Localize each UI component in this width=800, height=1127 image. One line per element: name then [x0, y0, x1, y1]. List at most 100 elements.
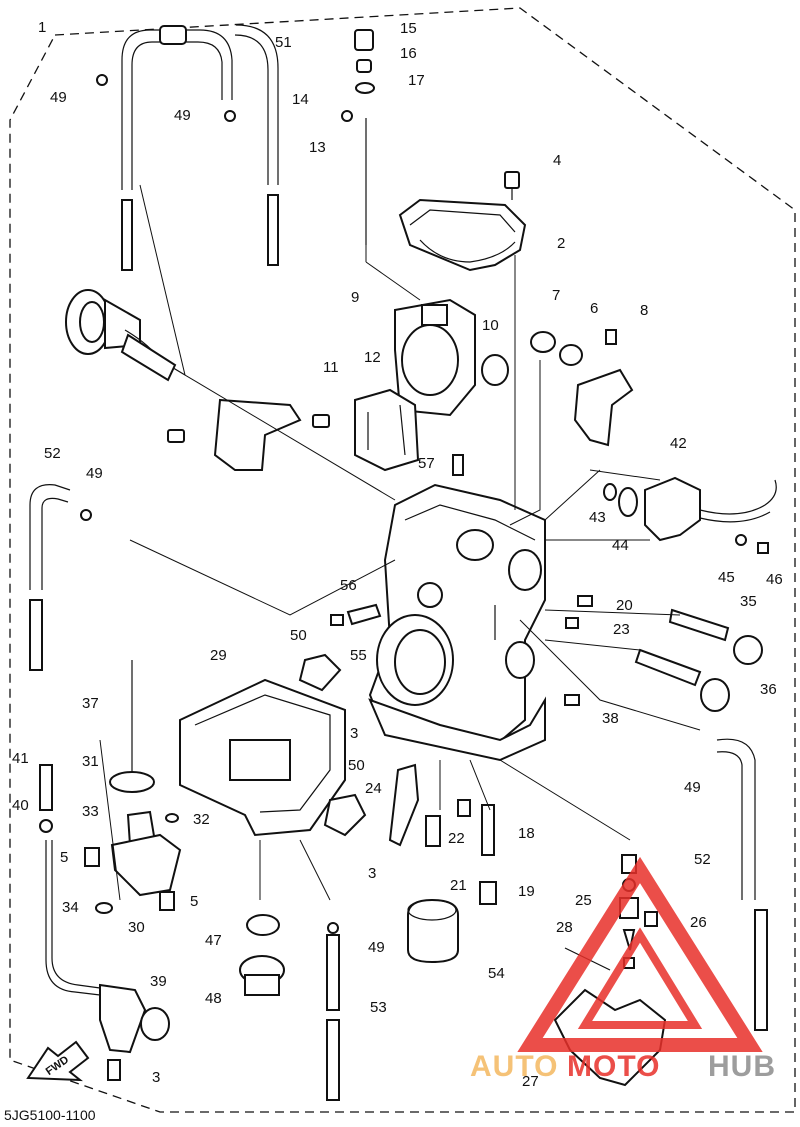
watermark-triangle-icon: [517, 856, 763, 1052]
callout-7: 7: [552, 287, 560, 304]
callout-45: 45: [718, 569, 735, 586]
small-parts-20-23-55-57: [330, 595, 593, 706]
hose-52-left: [29, 484, 92, 671]
callout-5: 5: [60, 849, 68, 866]
callout-49-d: 49: [684, 779, 701, 796]
needle-parts-15-17: [354, 29, 375, 94]
drain-plug-47-48: [239, 914, 285, 996]
callout-56: 56: [340, 577, 357, 594]
callout-4: 4: [553, 152, 561, 169]
cable-bracket: [167, 398, 330, 471]
callout-49: 49: [50, 89, 67, 106]
callout-42: 42: [670, 435, 687, 452]
throttle-valve-9: [394, 298, 476, 417]
callout-49-b: 49: [174, 107, 191, 124]
callout-47: 47: [205, 932, 222, 949]
callout-9: 9: [351, 289, 359, 306]
gasket-11: [354, 388, 420, 472]
adjust-screw-35: [668, 608, 763, 665]
top-cover-2: [398, 198, 527, 272]
callout-8: 8: [640, 302, 648, 319]
throttle-shaft-assembly: [65, 289, 186, 382]
callout-11: 11: [323, 359, 339, 376]
callout-19: 19: [518, 883, 535, 900]
part-54: [407, 898, 459, 964]
callout-21: 21: [450, 877, 467, 894]
callout-51: 51: [275, 34, 292, 51]
callout-12: 12: [364, 349, 381, 366]
callout-23: 23: [613, 621, 630, 638]
callout-24: 24: [365, 780, 382, 797]
float-bowl-29: [179, 653, 367, 837]
callout-53: 53: [370, 999, 387, 1016]
callout-27: 27: [522, 1073, 539, 1090]
callout-13: 13: [309, 139, 326, 156]
needle-clip-14: [341, 110, 353, 122]
adjust-screw-36: [634, 648, 730, 712]
watermark-text-auto: AUTO: [470, 1050, 558, 1083]
diagram-code: 5JG5100-1100: [4, 1107, 96, 1123]
callout-41: 41: [12, 750, 29, 767]
throttle-position-sensor-42: [603, 476, 777, 554]
callout-35: 35: [740, 593, 757, 610]
callout-46: 46: [766, 571, 783, 588]
callout-6: 6: [590, 300, 598, 317]
callout-17: 17: [408, 72, 425, 89]
callout-38: 38: [602, 710, 619, 727]
callout-44: 44: [612, 537, 629, 554]
callout-34: 34: [62, 899, 79, 916]
leader-lines: [99, 255, 701, 901]
fwd-arrow-icon: FWD: [26, 1040, 90, 1082]
callout-33: 33: [82, 803, 99, 820]
callout-54: 54: [488, 965, 505, 982]
watermark-logo: AUTO MOTO HUB: [470, 856, 776, 1083]
screw-4: [504, 171, 520, 200]
callout-26: 26: [690, 914, 707, 931]
callout-29: 29: [210, 647, 227, 664]
hose-52-right: [716, 738, 768, 1031]
callout-14: 14: [292, 91, 309, 108]
callout-25: 25: [575, 892, 592, 909]
callout-50: 50: [290, 627, 307, 644]
vent-hose-51: [121, 24, 279, 271]
carburetor-body: [368, 454, 546, 762]
hose-clip-49-top: [96, 74, 236, 122]
callout-22: 22: [448, 830, 465, 847]
callout-36: 36: [760, 681, 777, 698]
callout-3-c: 3: [152, 1069, 160, 1086]
callout-52-b: 52: [694, 851, 711, 868]
callout-labels: 1 2 3 4 5 6 7 8 9 10 11 12 13 14 15 16 1…: [12, 19, 783, 1090]
callout-31: 31: [82, 753, 99, 770]
callout-16: 16: [400, 45, 417, 62]
callout-3-b: 3: [368, 865, 376, 882]
callout-49-c: 49: [86, 465, 103, 482]
callout-5-b: 5: [190, 893, 198, 910]
part-10: [481, 354, 509, 386]
callout-3: 3: [350, 725, 358, 742]
callout-57: 57: [418, 455, 435, 472]
callout-43: 43: [589, 509, 606, 526]
cable-lead: [139, 184, 396, 501]
callout-1: 1: [38, 19, 46, 36]
callout-52: 52: [44, 445, 61, 462]
callout-55: 55: [350, 647, 367, 664]
callout-32: 32: [193, 811, 210, 828]
drain-hose-53: [326, 922, 340, 1101]
callout-20: 20: [616, 597, 633, 614]
diagram-border: [9, 7, 796, 1113]
callout-30: 30: [128, 919, 145, 936]
callout-2: 2: [557, 235, 565, 252]
callout-50-b: 50: [348, 757, 365, 774]
callout-37: 37: [82, 695, 99, 712]
callout-28: 28: [556, 919, 573, 936]
callout-15: 15: [400, 20, 417, 37]
callout-10: 10: [482, 317, 499, 334]
watermark-text-moto: MOTO: [567, 1050, 660, 1083]
callout-18: 18: [518, 825, 535, 842]
watermark-text-hub: HUB: [708, 1050, 776, 1083]
callout-48: 48: [205, 990, 222, 1007]
callout-39: 39: [150, 973, 167, 990]
callout-49-e: 49: [368, 939, 385, 956]
parts-6-8: [530, 329, 634, 447]
